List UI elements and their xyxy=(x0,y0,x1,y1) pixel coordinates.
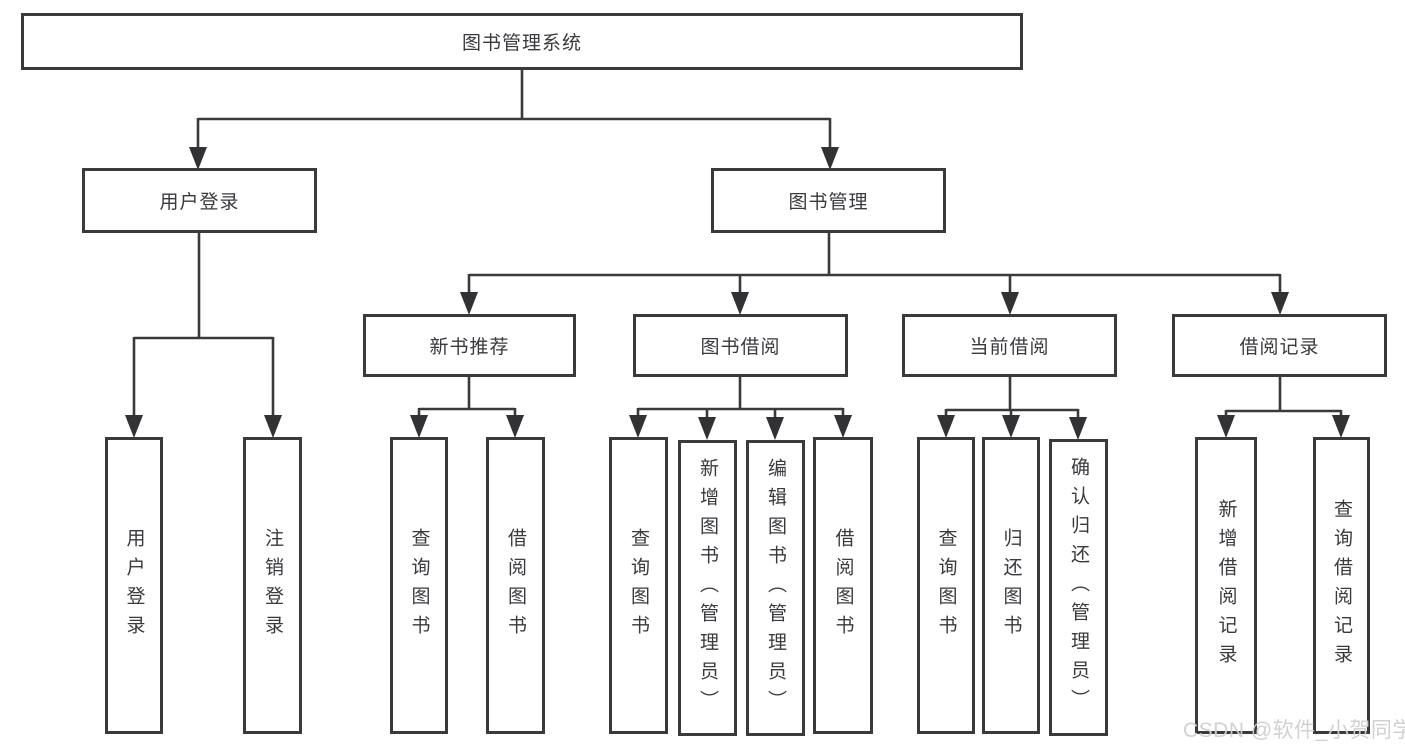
wires-root xyxy=(189,69,839,170)
leaf-query-books-3: 查询图书 xyxy=(917,437,975,734)
node-current-borrow: 当前借阅 xyxy=(902,314,1117,377)
wires-new-book xyxy=(410,377,524,438)
wires-borrow-records xyxy=(1217,377,1350,438)
node-root-system: 图书管理系统 xyxy=(21,13,1023,70)
leaf-edit-books-admin: 编辑图书（管理员） xyxy=(746,440,805,736)
wires-user-login xyxy=(125,232,282,438)
leaf-add-books-admin: 新增图书（管理员） xyxy=(678,440,737,736)
leaf-user-login: 用户登录 xyxy=(105,437,163,734)
node-book-borrow: 图书借阅 xyxy=(633,314,848,377)
leaf-query-books-2: 查询图书 xyxy=(609,437,668,734)
node-book-management-branch: 图书管理 xyxy=(711,168,946,233)
wires-current-borrow xyxy=(937,377,1087,440)
leaf-query-borrow-record: 查询借阅记录 xyxy=(1313,437,1370,734)
wires-book-borrow xyxy=(629,377,852,440)
leaf-logout: 注销登录 xyxy=(243,437,302,734)
leaf-borrow-books-2: 借阅图书 xyxy=(813,437,873,734)
leaf-query-books-1: 查询图书 xyxy=(390,437,448,734)
csdn-watermark: CSDN @软件_小贺同学 xyxy=(1183,719,1405,742)
node-user-login-branch: 用户登录 xyxy=(82,168,317,233)
leaf-add-borrow-record: 新增借阅记录 xyxy=(1195,437,1257,734)
node-new-book-recommend: 新书推荐 xyxy=(363,314,576,377)
leaf-borrow-books-1: 借阅图书 xyxy=(486,437,545,734)
leaf-confirm-return-admin: 确认归还（管理员） xyxy=(1049,439,1108,736)
wires-book-management xyxy=(460,232,1289,315)
node-borrow-records: 借阅记录 xyxy=(1172,314,1387,377)
leaf-return-books: 归还图书 xyxy=(982,437,1040,734)
